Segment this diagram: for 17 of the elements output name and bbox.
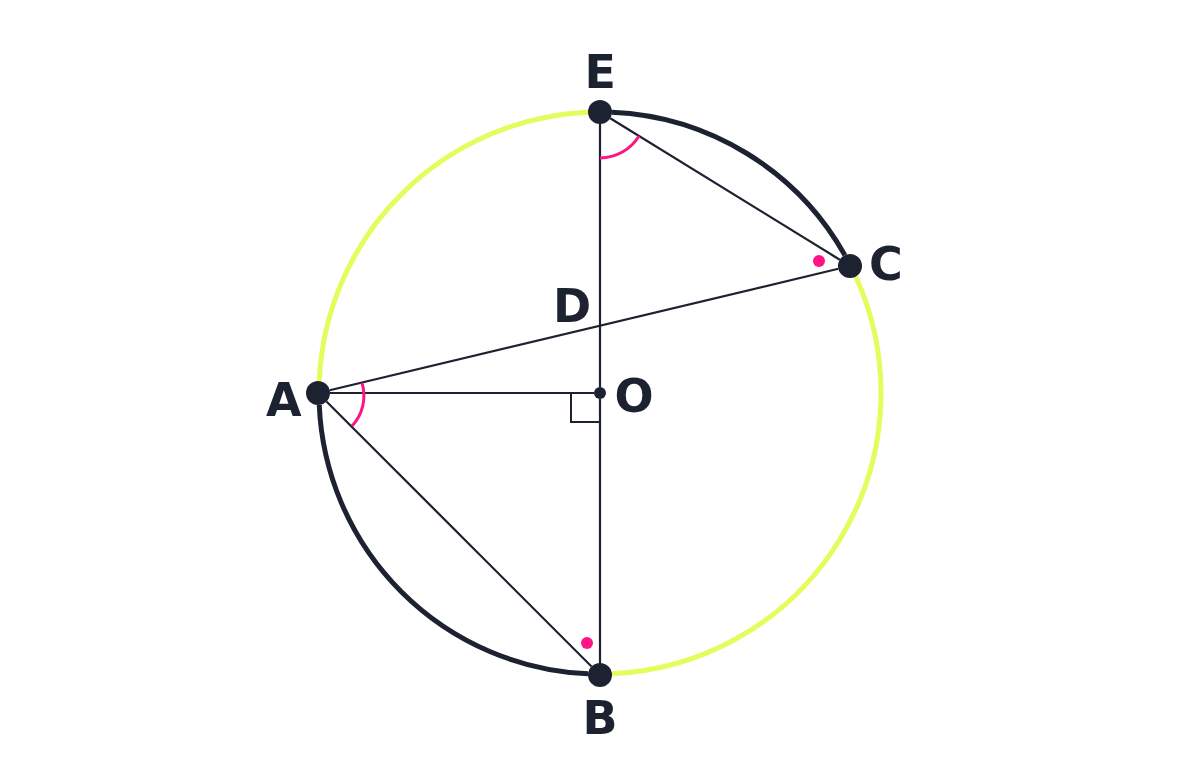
point-dot (588, 663, 612, 687)
point-dot (588, 100, 612, 124)
line-segment (330, 391, 594, 395)
line-segment (598, 399, 602, 663)
point-label: B (582, 695, 618, 741)
point-label: A (266, 377, 302, 423)
point-label: O (614, 373, 654, 419)
point-dot (594, 387, 606, 399)
point-label: D (553, 283, 592, 329)
point-dot (306, 381, 330, 405)
circle-arc (316, 109, 589, 382)
line-segment (598, 124, 602, 387)
point-label: C (869, 241, 903, 287)
point-label: E (584, 49, 616, 95)
point-dot (838, 254, 862, 278)
circle-arc (611, 275, 883, 677)
line-segment (329, 267, 839, 392)
